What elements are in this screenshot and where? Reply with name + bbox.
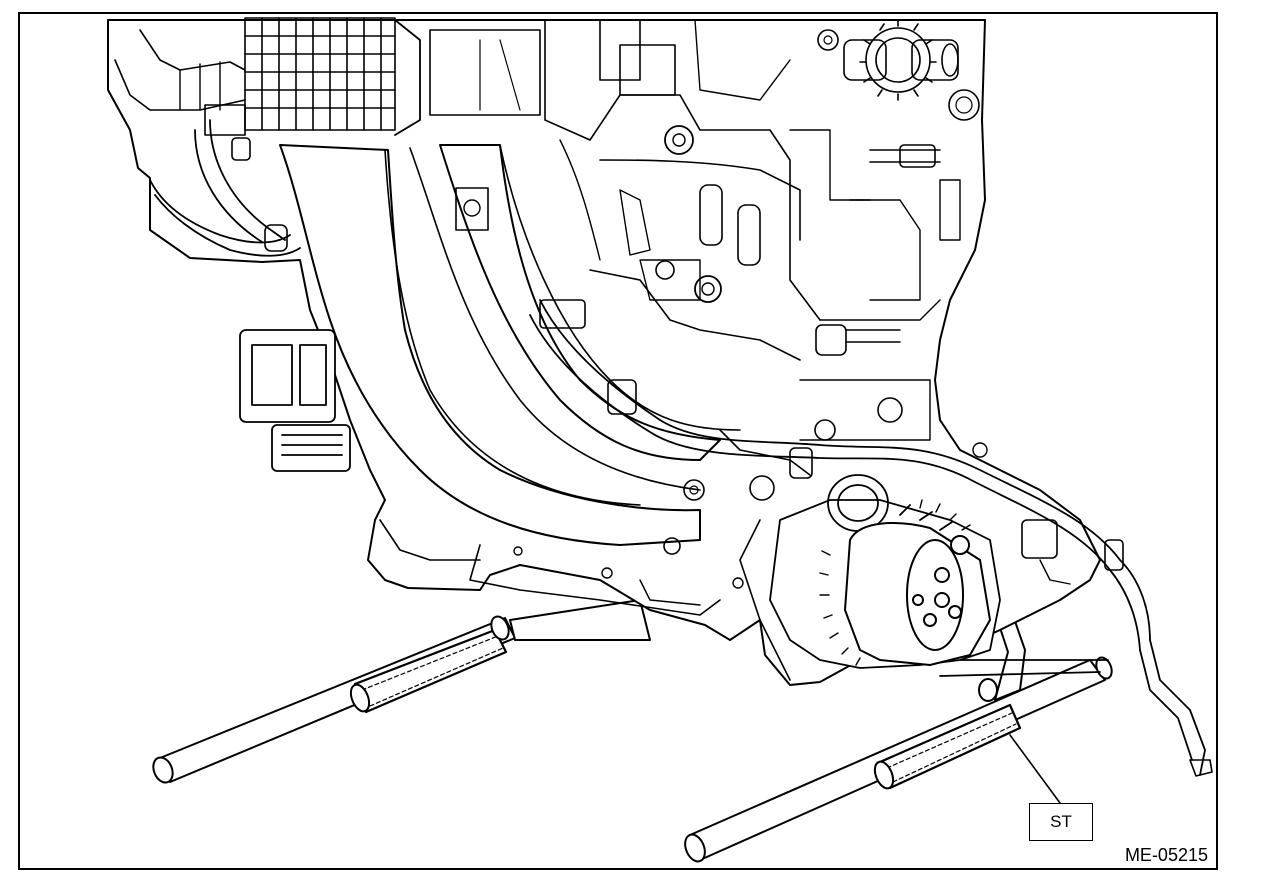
- left-connector-block: [239, 329, 351, 472]
- engine-block: [107, 17, 1213, 777]
- cam-sprocket: [843, 19, 959, 101]
- intake-manifold-grid: [244, 17, 396, 131]
- st-leader-line: [1009, 734, 1061, 804]
- oil-pump-housing: [844, 522, 991, 666]
- intake-runner: [279, 144, 741, 546]
- st-callout-label: ST: [1029, 803, 1093, 841]
- stand-cross-bar: [509, 599, 651, 641]
- figure-id: ME-05215: [1124, 845, 1208, 865]
- sprocket-gear: [819, 499, 971, 666]
- stand-right-bar-end: [684, 833, 706, 863]
- stand-left-bar-end: [152, 756, 174, 784]
